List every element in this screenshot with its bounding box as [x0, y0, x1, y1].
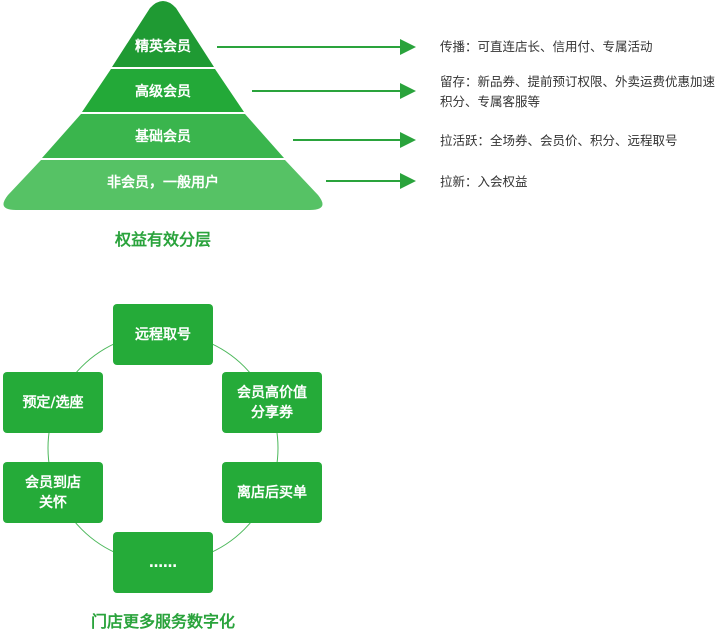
- pyramid-level-basic: 基础会员: [135, 129, 191, 145]
- cycle-item-member-care: 会员到店关怀: [3, 462, 103, 523]
- cycle-item-line: ……: [149, 554, 177, 571]
- pyramid-level-3-shape: [42, 114, 284, 158]
- level-desc-non-member: 拉新：入会权益: [440, 174, 528, 189]
- cycle-item-line: 会员到店: [25, 474, 81, 491]
- cycle-item-line: 离店后买单: [237, 484, 307, 501]
- pyramid-level-4-shape: [3, 160, 323, 210]
- cycle-item-line: 预定/选座: [22, 394, 84, 411]
- cycle-item-line: 会员高价值: [237, 384, 307, 401]
- pyramid-caption: 权益有效分层: [114, 230, 211, 249]
- cycle-item-share-coupon: 会员高价值分享券: [222, 372, 322, 433]
- cycle-item-pay-after-leave: 离店后买单: [222, 462, 322, 523]
- cycle-item-reserve-seat: 预定/选座: [3, 372, 103, 433]
- cycle-item-line: 关怀: [39, 494, 67, 511]
- cycle-item-remote-queue: 远程取号: [113, 304, 213, 365]
- cycle-caption: 门店更多服务数字化: [90, 612, 235, 631]
- pyramid-level-non-member: 非会员，一般用户: [107, 175, 219, 191]
- pyramid-level-2-shape: [82, 69, 244, 112]
- level-desc-elite: 传播：可直连店长、信用付、专属活动: [440, 39, 653, 54]
- cycle-ring: [47, 332, 279, 564]
- cycle-item-line: 远程取号: [135, 326, 191, 343]
- pyramid-level-1-shape: [112, 1, 214, 67]
- level-desc-senior: 留存：新品券、提前预订权限、外卖运费优惠加速积分、专属客服等: [440, 74, 716, 109]
- cycle-item-more: ……: [113, 532, 213, 593]
- pyramid-level-senior: 高级会员: [135, 84, 191, 100]
- level-desc-basic: 拉活跃：全场券、会员价、积分、远程取号: [440, 133, 678, 148]
- pyramid-level-elite: 精英会员: [135, 39, 191, 55]
- cycle-item-line: 分享券: [251, 404, 293, 421]
